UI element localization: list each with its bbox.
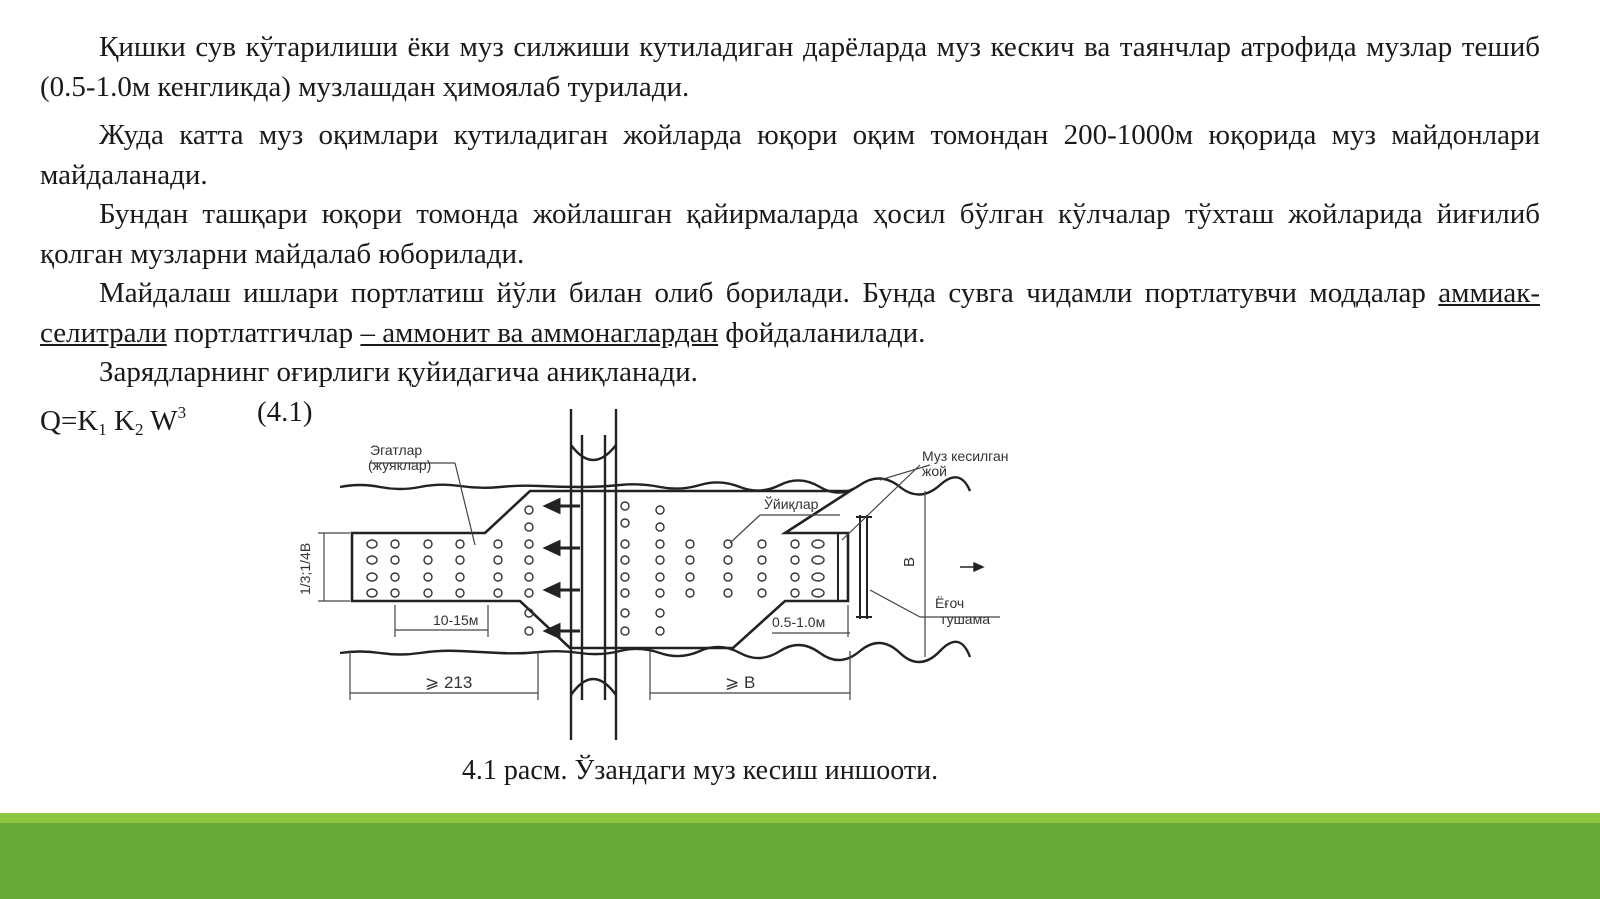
paragraph-1: Қишки сув кўтарилиши ёки муз силжиши кут… [40, 31, 1540, 103]
label-0.5-1.0m: 0.5-1.0м [772, 614, 825, 630]
river-bank-bottom [339, 640, 972, 664]
formula-expression: Q=K1 K2 W3 [40, 393, 186, 450]
blast-holes [366, 501, 825, 636]
paragraph-5: Зарядларнинг оғирлиги қуйидагича аниқлан… [99, 356, 698, 388]
footer-stripe-dark [0, 823, 1600, 899]
paragraph-4-part-b: портлатгичлар [166, 316, 361, 349]
formula-k1-sub: 1 [98, 419, 107, 439]
wood-deck [837, 515, 872, 619]
paragraph-4-part-c: фойдаланилади. [718, 316, 926, 349]
figure-caption: 4.1 расм. Ўзандаги муз кесиш иншооти. [461, 755, 939, 786]
formula-w-exp: 3 [177, 402, 187, 422]
formula-k2-sub: 2 [134, 419, 144, 439]
formula-k2: K [106, 404, 135, 437]
formula-w: W [143, 404, 178, 437]
ice-cutting-diagram: Эгатлар (жуяклар) Муз кесилган жой Ўйиқл… [280, 405, 1080, 745]
label-min-213: ⩾ 213 [425, 673, 472, 692]
flow-direction-arrow [960, 561, 985, 573]
label-holes: Ўйиқлар [764, 495, 819, 512]
underlined-ammonium-nitrate: аммиак-селитрали [40, 277, 1540, 349]
dimension-lines [318, 462, 1000, 700]
label-wood-1: Ёғоч [935, 595, 964, 611]
paragraph-4-part-a: Майдалаш ишлари портлатиш йўли билан оли… [99, 277, 1439, 309]
formula-q: Q=K [40, 404, 99, 437]
label-b-width: В [901, 557, 918, 567]
footer-stripe-light [0, 813, 1600, 823]
bridge-pier [569, 409, 618, 740]
formula-4-1: Q=K1 K2 W3 (4.1) [40, 393, 1540, 439]
paragraph-4: Майдалаш ишлари портлатиш йўли билан оли… [40, 274, 1540, 353]
label-furrows-1: Эгатлар [370, 442, 422, 458]
formula-number: (4.1) [257, 395, 313, 428]
slide-body-text: Қишки сув кўтарилиши ёки муз силжиши кут… [40, 28, 1540, 439]
label-width-ratio: 1/3;1/4В [297, 543, 313, 595]
flow-arrows [542, 497, 580, 640]
underlined-ammonite: – аммонит ва аммонаглардан [360, 316, 719, 349]
river-banks [339, 476, 972, 664]
label-cut-2: жой [922, 463, 947, 479]
river-bank-top [339, 476, 972, 496]
label-cut-1: Муз кесилган [922, 448, 1009, 464]
label-furrows-2: (жуяклар) [368, 457, 431, 473]
diagram-svg: Эгатлар (жуяклар) Муз кесилган жой Ўйиқл… [297, 409, 1009, 740]
cut-zone-outline [350, 489, 855, 650]
pier-top-curve [570, 444, 617, 462]
label-wood-2: тушама [940, 611, 990, 627]
pier-bottom-curve [570, 677, 617, 696]
paragraph-2: Жуда катта муз оқимлари кутиладиган жойл… [40, 119, 1540, 191]
label-10-15m: 10-15м [433, 612, 478, 628]
paragraph-3: Бундан ташқари юқори томонда жойлашган қ… [40, 198, 1540, 270]
label-min-b: ⩾ В [725, 673, 755, 692]
